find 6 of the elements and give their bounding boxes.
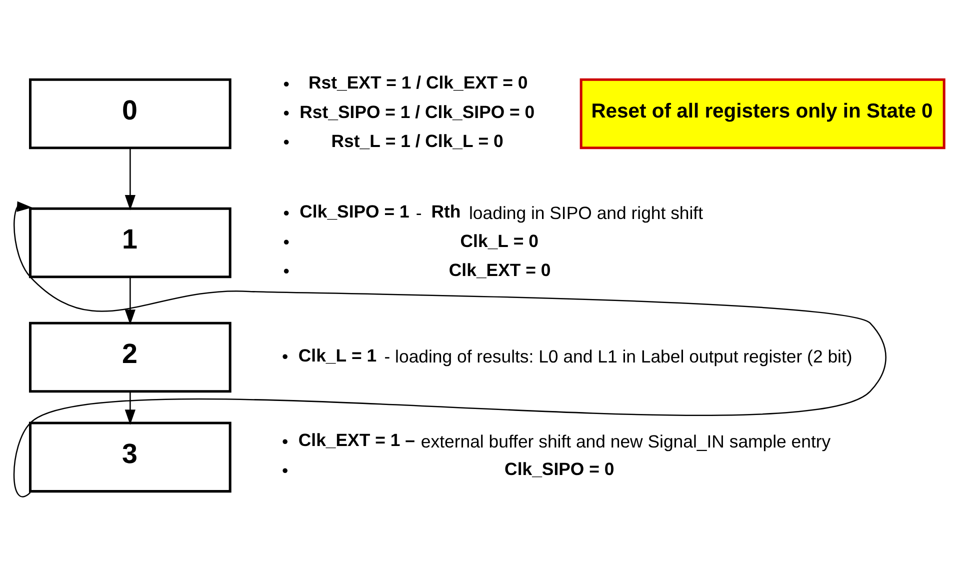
node-label: • Rst_SIPO = 1 / Clk_SIPO = 0 (283, 102, 535, 124)
node-box: Reset of all registers only in State 0 (580, 78, 946, 150)
node-label: • Rst_L = 1 / Clk_L = 0 (283, 130, 504, 152)
arrow (124, 148, 136, 210)
node-label: • Rst_EXT = 1 / Clk_EXT = 0 (283, 72, 528, 94)
node-box: 0 (28, 78, 232, 150)
